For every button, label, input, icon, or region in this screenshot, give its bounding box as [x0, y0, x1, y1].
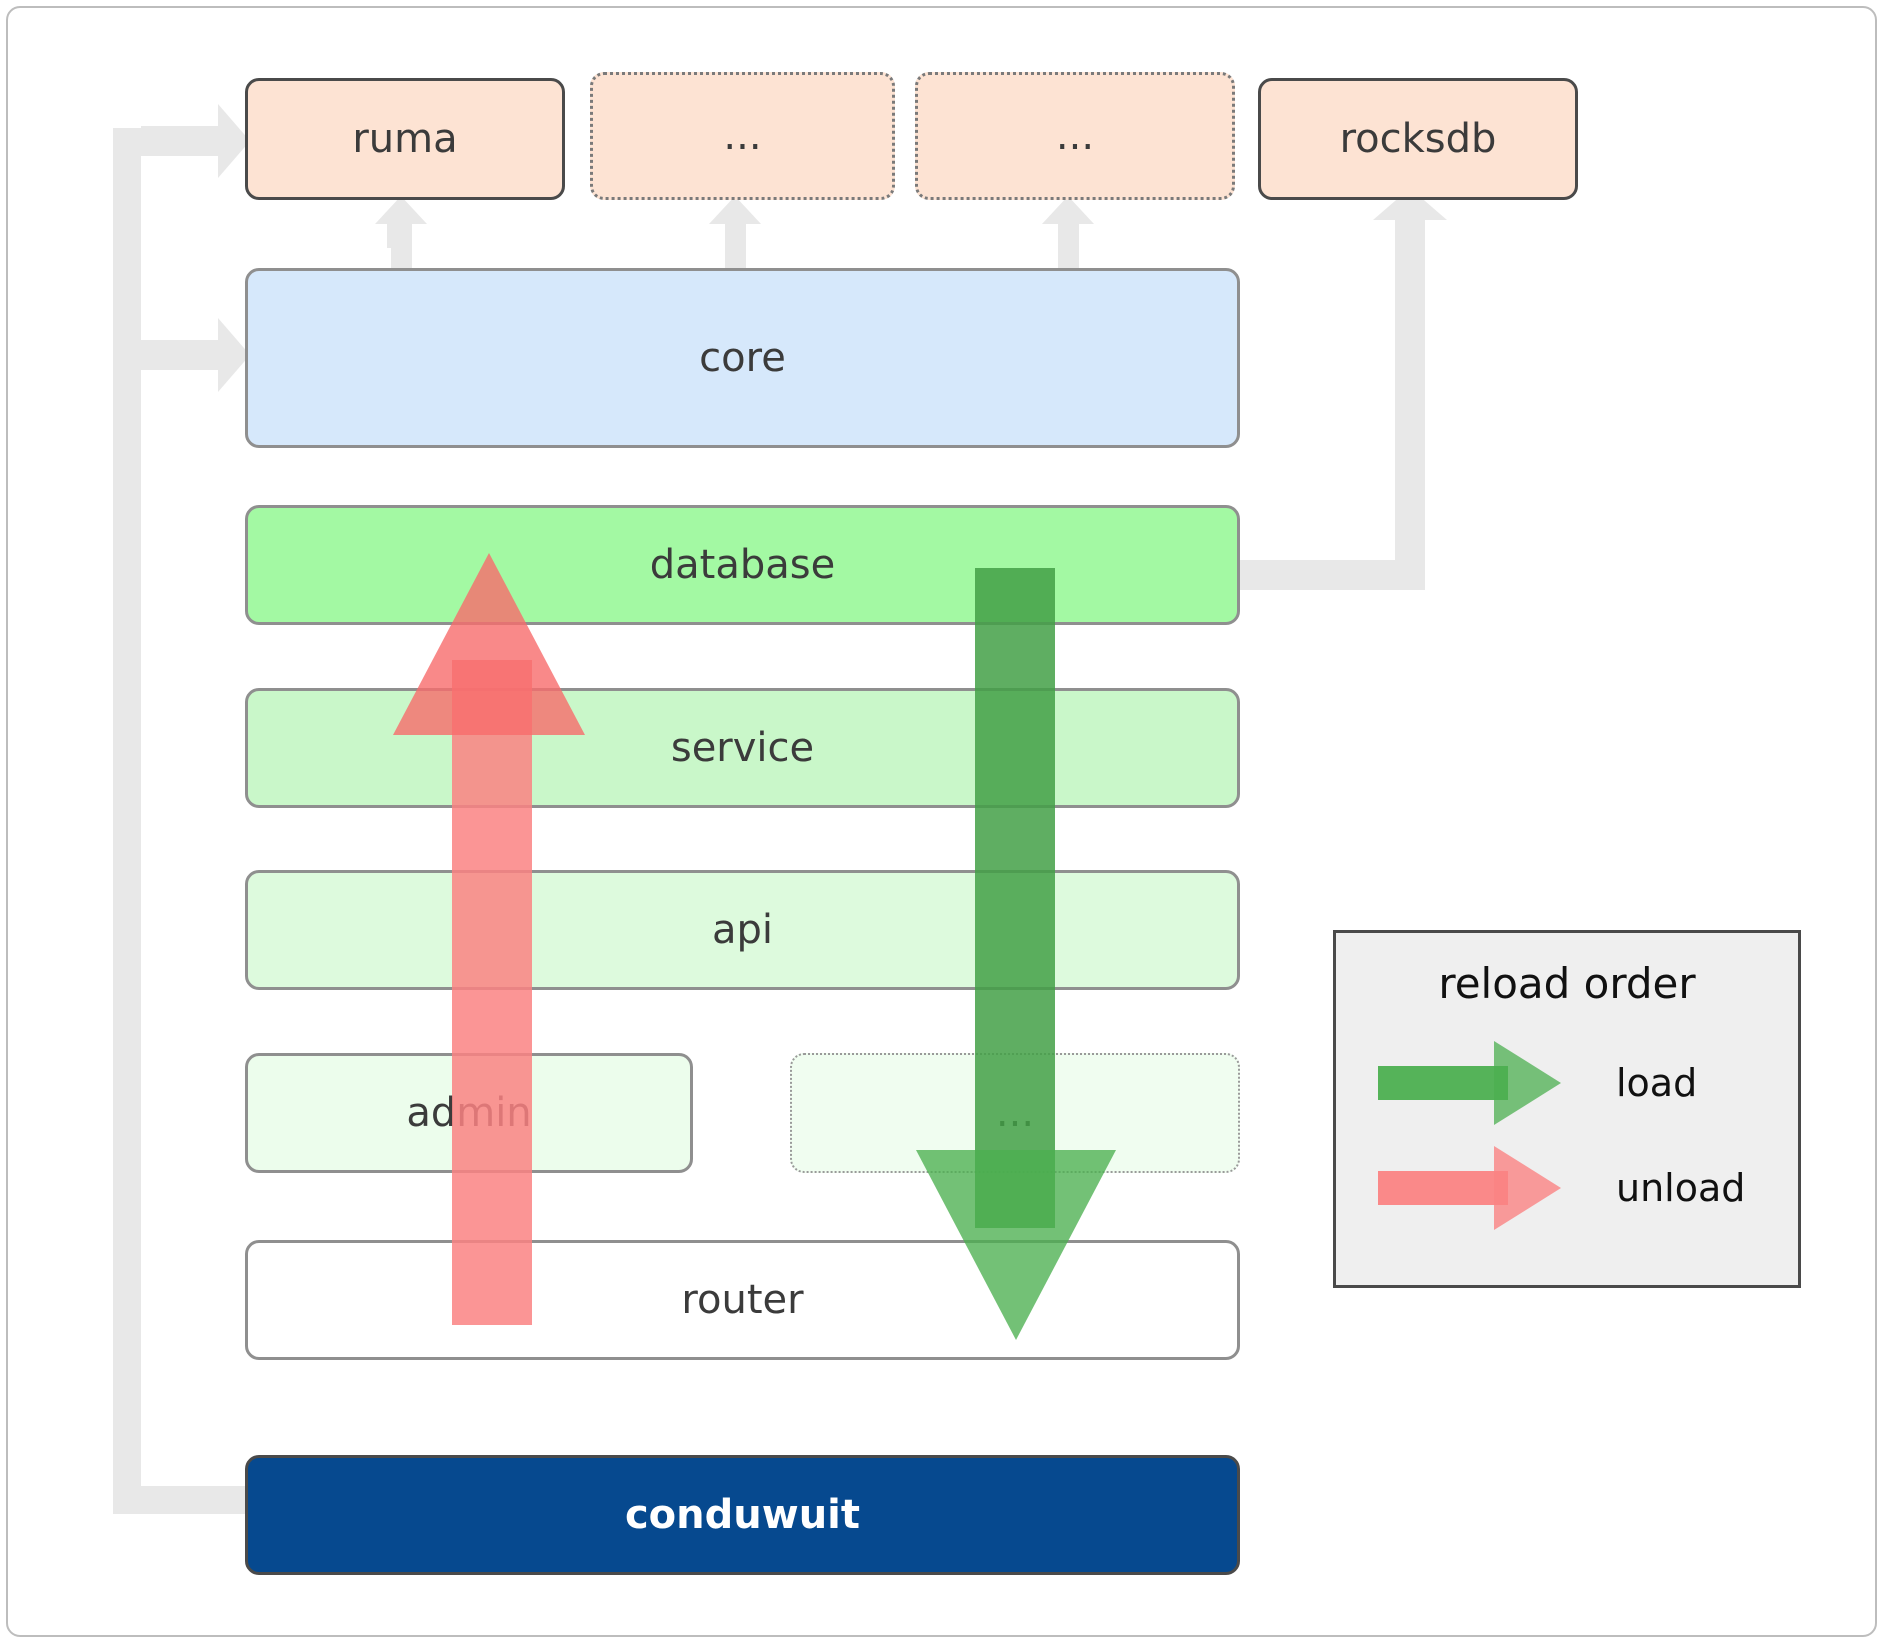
- node-admin[interactable]: admin: [245, 1053, 693, 1173]
- legend-unload-arrow-icon: [1378, 1146, 1561, 1230]
- node-api[interactable]: api: [245, 870, 1240, 990]
- node-conduwuit[interactable]: conduwuit: [245, 1455, 1240, 1575]
- node-label: api: [711, 907, 773, 953]
- legend-label-unload: unload: [1616, 1166, 1746, 1210]
- node-ext-dots-1[interactable]: ...: [590, 72, 895, 200]
- legend-label-load: load: [1616, 1061, 1698, 1105]
- node-service[interactable]: service: [245, 688, 1240, 808]
- node-rocksdb[interactable]: rocksdb: [1258, 78, 1578, 200]
- node-label: database: [649, 542, 836, 588]
- node-core[interactable]: core: [245, 268, 1240, 448]
- legend-panel: reload order load unload: [1333, 930, 1801, 1288]
- node-label: admin: [406, 1090, 532, 1136]
- node-label: core: [699, 335, 786, 381]
- node-label: ruma: [352, 116, 458, 162]
- node-label: rocksdb: [1339, 116, 1497, 162]
- node-database[interactable]: database: [245, 505, 1240, 625]
- node-label: ...: [995, 1090, 1035, 1136]
- node-router[interactable]: router: [245, 1240, 1240, 1360]
- node-label: conduwuit: [624, 1492, 861, 1538]
- node-label: ...: [723, 113, 762, 159]
- node-layer-dots[interactable]: ...: [790, 1053, 1240, 1173]
- node-label: router: [681, 1277, 804, 1323]
- legend-title: reload order: [1438, 959, 1696, 1008]
- diagram-frame: [6, 6, 1877, 1637]
- node-label: service: [670, 725, 815, 771]
- node-ruma[interactable]: ruma: [245, 78, 565, 200]
- node-ext-dots-2[interactable]: ...: [915, 72, 1235, 200]
- node-label: ...: [1055, 113, 1095, 159]
- legend-load-arrow-icon: [1378, 1041, 1561, 1125]
- legend-arrow-graphics: [1378, 1041, 1561, 1230]
